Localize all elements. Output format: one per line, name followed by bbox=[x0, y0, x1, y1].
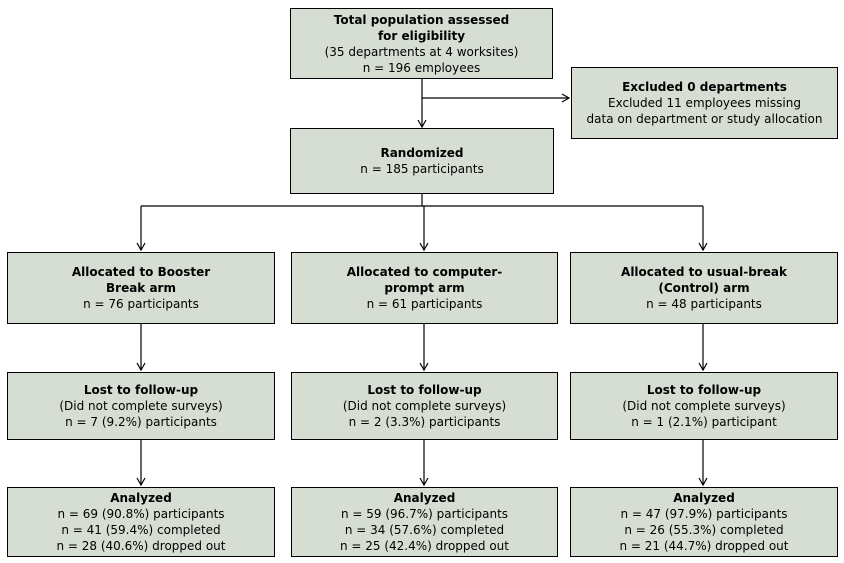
box-lost-computer-title: Lost to follow-up bbox=[367, 383, 482, 397]
box-analyzed-control-title: Analyzed bbox=[673, 491, 735, 505]
box-analyzed-computer-body: n = 59 (96.7%) participants n = 34 (57.6… bbox=[339, 507, 509, 553]
box-analyzed-computer: Analyzed n = 59 (96.7%) participants n =… bbox=[291, 487, 558, 557]
box-randomized-body: n = 185 participants bbox=[360, 162, 484, 176]
box-excluded-body: Excluded 11 employees missing data on de… bbox=[586, 96, 823, 126]
box-lost-control: Lost to follow-up (Did not complete surv… bbox=[570, 372, 838, 440]
box-analyzed-booster-title: Analyzed bbox=[110, 491, 172, 505]
box-randomized: Randomized n = 185 participants bbox=[290, 128, 554, 194]
box-lost-booster: Lost to follow-up (Did not complete surv… bbox=[7, 372, 275, 440]
box-arm-computer-body: n = 61 participants bbox=[366, 297, 483, 311]
box-lost-computer: Lost to follow-up (Did not complete surv… bbox=[291, 372, 558, 440]
box-analyzed-control: Analyzed n = 47 (97.9%) participants n =… bbox=[570, 487, 838, 557]
box-eligibility-body: (35 departments at 4 worksites) n = 196 … bbox=[324, 44, 519, 75]
box-eligibility-title: Total population assessed for eligibilit… bbox=[333, 12, 510, 43]
box-arm-computer-title: Allocated to computer- prompt arm bbox=[346, 265, 503, 295]
box-analyzed-control-body: n = 47 (97.9%) participants n = 26 (55.3… bbox=[619, 507, 789, 553]
box-arm-control-body: n = 48 participants bbox=[646, 297, 762, 311]
box-arm-control: Allocated to usual-break (Control) arm n… bbox=[570, 252, 838, 324]
box-lost-computer-body: (Did not complete surveys) n = 2 (3.3%) … bbox=[342, 399, 507, 429]
box-lost-control-title: Lost to follow-up bbox=[646, 383, 762, 397]
box-excluded-title: Excluded 0 departments bbox=[622, 80, 787, 94]
box-arm-booster: Allocated to Booster Break arm n = 76 pa… bbox=[7, 252, 275, 324]
box-analyzed-computer-title: Analyzed bbox=[393, 491, 456, 505]
box-arm-computer: Allocated to computer- prompt arm n = 61… bbox=[291, 252, 558, 324]
box-eligibility: Total population assessed for eligibilit… bbox=[290, 8, 553, 79]
box-arm-booster-body: n = 76 participants bbox=[83, 297, 199, 311]
box-lost-booster-body: (Did not complete surveys) n = 7 (9.2%) … bbox=[59, 399, 223, 429]
box-analyzed-booster-body: n = 69 (90.8%) participants n = 41 (59.4… bbox=[56, 507, 226, 553]
box-arm-control-title: Allocated to usual-break (Control) arm bbox=[621, 265, 787, 295]
box-lost-booster-title: Lost to follow-up bbox=[83, 383, 199, 397]
box-excluded: Excluded 0 departments Excluded 11 emplo… bbox=[571, 67, 838, 139]
box-lost-control-body: (Did not complete surveys) n = 1 (2.1%) … bbox=[622, 399, 786, 429]
box-analyzed-booster: Analyzed n = 69 (90.8%) participants n =… bbox=[7, 487, 275, 557]
box-arm-booster-title: Allocated to Booster Break arm bbox=[71, 265, 211, 295]
box-randomized-title: Randomized bbox=[380, 146, 464, 160]
